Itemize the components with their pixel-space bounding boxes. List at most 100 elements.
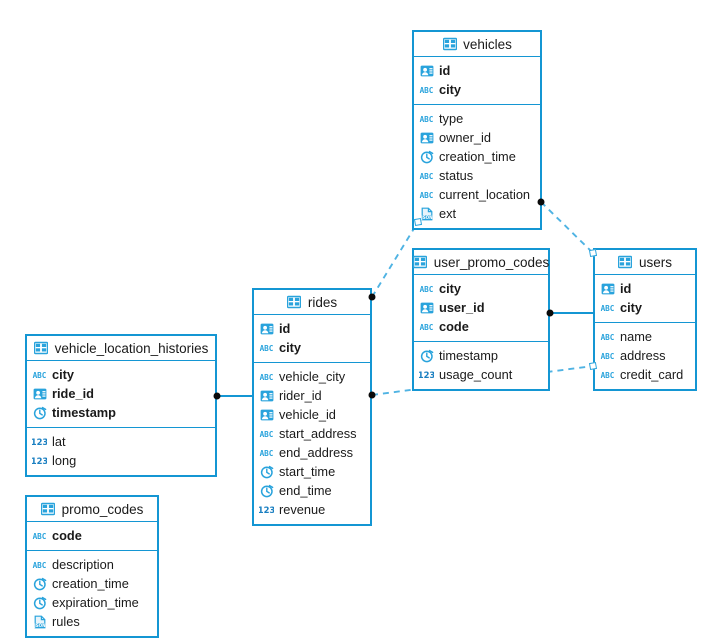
table-header-vehicles[interactable]: vehicles [414,32,540,57]
abc-text-icon: ABC [600,329,615,344]
column-row[interactable]: expiration_time [27,593,157,612]
column-row[interactable]: 123usage_count [414,365,548,384]
relationship-endpoint-square-rides-to-vehicles-target [413,217,423,227]
clock-icon [259,483,274,498]
table-name: user_promo_codes [433,254,550,270]
svg-text:ABC: ABC [33,561,47,570]
column-row[interactable]: user_id [414,298,548,317]
column-row[interactable]: ABC city [595,298,695,317]
clock-icon [32,595,47,610]
column-row[interactable]: creation_time [414,147,540,166]
abc-text-icon: ABC [600,348,615,363]
table-name: vehicles [463,36,512,52]
column-name: city [620,300,643,315]
table-header-promo_codes[interactable]: promo_codes [27,497,157,522]
column-name: rider_id [279,388,322,403]
table-header-rides[interactable]: rides [254,290,370,315]
column-row[interactable]: ride_id [27,384,215,403]
svg-text:ABC: ABC [601,352,615,361]
column-name: city [439,281,462,296]
table-header-users[interactable]: users [595,250,695,275]
column-row[interactable]: vehicle_id [254,405,370,424]
column-name: revenue [279,502,326,517]
abc-text-icon: ABC [600,367,615,382]
column-row[interactable]: id [254,319,370,338]
table-name: users [638,254,672,270]
clock-icon [419,348,434,363]
column-name: lat [52,434,66,449]
column-name: city [52,367,75,382]
relationship-vehicles-to-users [540,201,594,254]
column-name: type [439,111,464,126]
column-row[interactable]: 123 revenue [254,500,370,519]
column-name: end_time [279,483,332,498]
table-grid-icon [287,295,302,310]
abc-text-icon: ABC [419,111,434,126]
column-row[interactable]: start_time [254,462,370,481]
abc-text-icon: ABC [419,82,434,97]
clock-icon [419,149,434,164]
svg-text:ABC: ABC [601,304,615,313]
column-row[interactable]: 123 lat [27,432,215,451]
table-header-vehicle_location_histories[interactable]: vehicle_location_histories [27,336,215,361]
svg-text:ABC: ABC [420,115,434,124]
column-name: ride_id [52,386,94,401]
id-card-icon [259,407,274,422]
column-row[interactable]: timestamp [414,346,548,365]
column-row[interactable]: ABC type [414,109,540,128]
id-card-icon [259,321,274,336]
table-name: promo_codes [61,501,144,517]
abc-text-icon: ABC [259,445,274,460]
column-row[interactable]: creation_time [27,574,157,593]
id-card-icon [600,281,615,296]
svg-text:123: 123 [32,437,47,447]
column-row[interactable]: 123long [27,451,215,470]
id-card-icon [32,386,47,401]
column-row[interactable]: timestamp [27,403,215,422]
relationship-endpoint-dot-user_promo_codes-to-users-source [546,309,554,317]
abc-text-icon: ABC [259,340,274,355]
column-row[interactable]: owner_id [414,128,540,147]
column-name: status [439,168,474,183]
clock-icon [259,464,274,479]
svg-text:ABC: ABC [601,333,615,342]
number-123-icon: 123 [259,502,274,517]
table-header-user_promo_codes[interactable]: user_promo_codes [413,250,550,275]
svg-text:123: 123 [32,456,47,466]
column-row[interactable]: id [595,279,695,298]
column-row[interactable]: id [414,61,540,80]
column-row[interactable]: rider_id [254,386,370,405]
column-row[interactable]: end_time [254,481,370,500]
table-grid-icon [34,341,49,356]
column-name: user_id [439,300,485,315]
